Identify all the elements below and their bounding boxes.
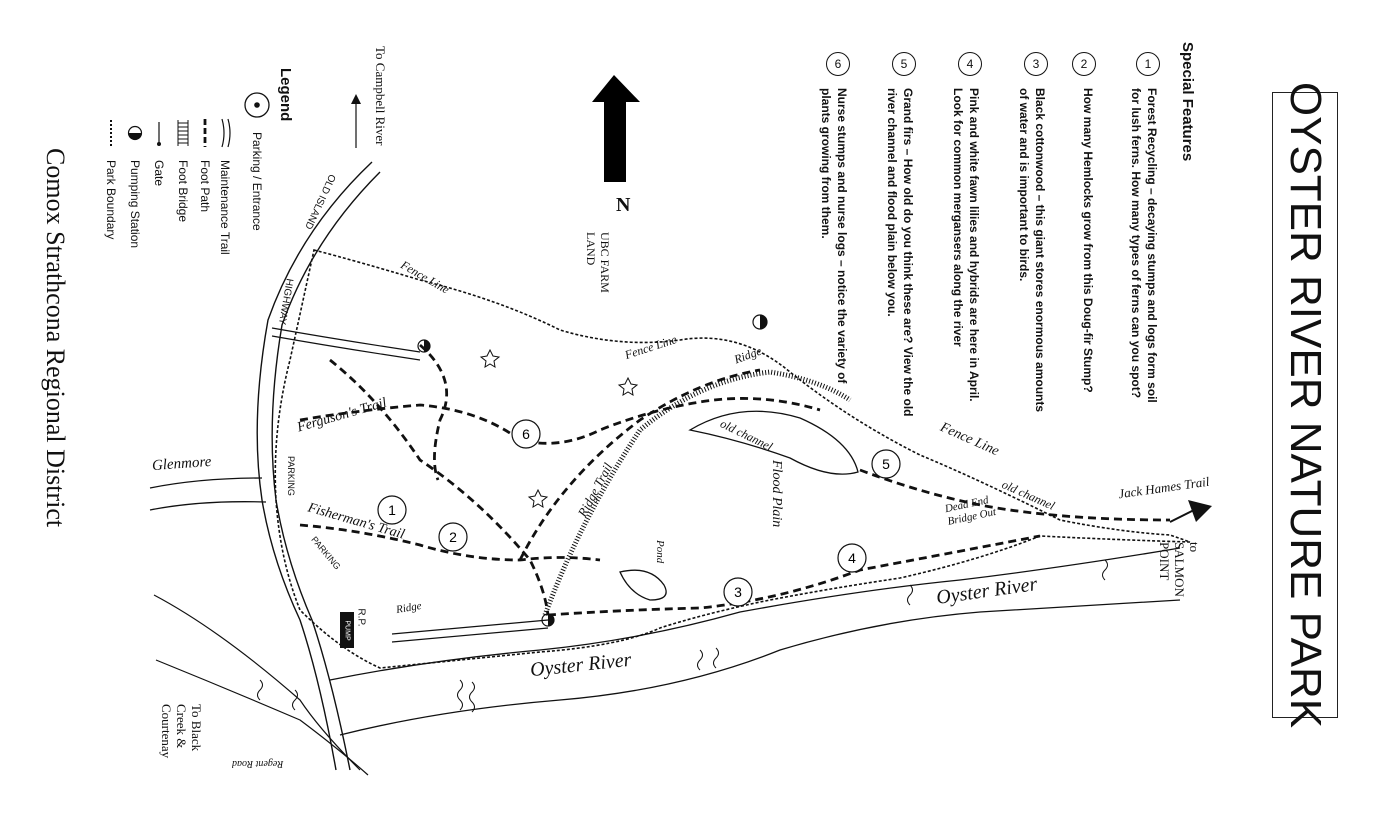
direction-salmon-point: to SALMON POINT [1157,542,1202,597]
pumping-station-icon [417,339,431,353]
feature-marker: 2 [438,522,468,552]
foot-path [419,343,448,481]
feature-marker: 5 [871,449,901,479]
pumping-station-icon [752,314,768,330]
maintenance-trail [271,335,421,361]
label-parking: PARKING [286,456,296,496]
label-rp: R.P. [355,608,367,627]
highway-road [256,161,373,771]
jack-hames-arrow-icon [1188,500,1212,522]
feature-marker: 6 [511,419,541,449]
highway-road [271,171,381,771]
feature-marker: 3 [723,577,753,607]
parking-entrance-icon [244,88,270,122]
ridge-trail [542,369,852,616]
direction-campbell-river: To Campbell River [373,46,388,146]
feature-marker: 1 [377,495,407,525]
feature-marker: 4 [837,543,867,573]
foot-path-icon [198,116,212,150]
park-boundary-icon [104,116,118,150]
direction-black-creek: To Black Creek & Courtenay [159,704,204,759]
maintenance-trail [271,327,421,353]
legend-item: Gate [152,116,166,186]
legend-item: Foot Bridge [176,116,190,222]
svg-text:1: 1 [388,502,396,518]
glenmore-road [149,477,263,489]
maintenance-trail-icon [218,116,232,150]
svg-text:2: 2 [449,529,457,545]
pumping-station-icon [127,116,143,150]
pond [619,569,667,601]
campbell-river-arrow-icon [351,94,361,104]
label-pond: Pond [654,540,666,564]
legend-item: Pumping Station [127,116,143,248]
north-label: N [616,194,631,216]
river-bank [329,547,1181,681]
park-boundary [274,249,1191,669]
pumping-station-icon [541,613,555,627]
foot-bridge-icon [176,116,190,150]
gate-icon [152,116,166,150]
legend-item: Parking / Entrance [244,88,270,231]
maintenance-trail [391,619,549,635]
label-flood-plain: Flood Plain [769,460,784,528]
fergusons-trail [299,397,821,445]
legend-item: Park Boundary [104,116,118,239]
legend-item: Maintenance Trail [218,116,232,255]
water-ripple-icon [257,559,1108,713]
glenmore-road [149,501,267,511]
old-channel [688,410,859,475]
foot-path [547,534,1041,617]
svg-text:5: 5 [882,456,890,472]
foot-path [329,358,550,616]
maintenance-trail [391,627,549,643]
jack-hames-path [859,468,1171,522]
label-regent-road: Regent Road [232,758,284,769]
pump-house: PUMP [340,612,354,648]
road [153,594,361,771]
legend-item: Foot Path [198,116,212,212]
fishermans-trail [299,523,601,562]
north-arrow-icon [592,75,640,182]
svg-text:4: 4 [848,550,856,566]
road [155,659,369,776]
svg-text:6: 6 [522,426,530,442]
svg-text:3: 3 [734,584,742,600]
label-ubc-farm: UBC FARM LAND [584,232,612,293]
label-pump: PUMP [343,619,351,641]
star-icon [479,348,639,508]
foot-path [518,368,761,561]
river-bank [339,599,1181,736]
